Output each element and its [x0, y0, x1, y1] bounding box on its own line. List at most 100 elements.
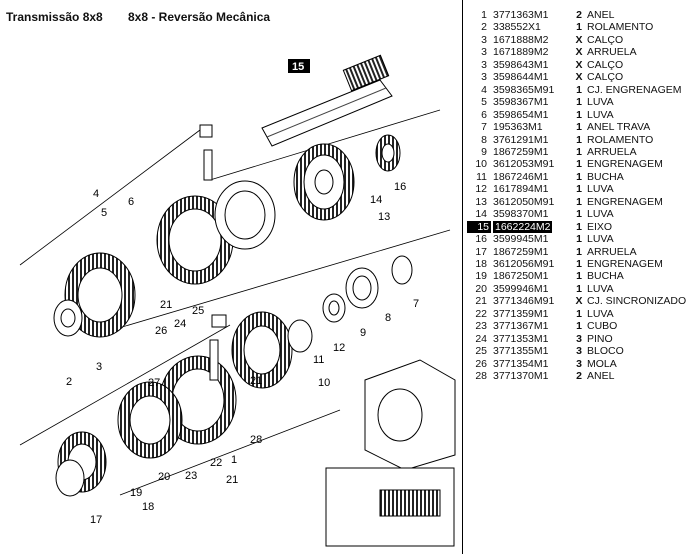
part-ref: 19: [475, 270, 487, 283]
part-desc: ANEL: [587, 370, 615, 383]
part-qty: 1: [576, 21, 582, 34]
part-ref: 3: [481, 58, 487, 71]
part-ref: 12: [475, 183, 487, 196]
callout-7: 7: [413, 298, 419, 310]
callout-16: 16: [394, 181, 406, 193]
part-number: 3598367M1: [493, 96, 549, 109]
exploded-view-diagram: 1 2 3 4 5 6 7 8 9 10 11 12 13 14 16 17 1…: [19, 54, 456, 547]
part-ref: 10: [475, 158, 487, 171]
part-qty: X: [575, 33, 583, 46]
part-qty: 1: [576, 145, 582, 158]
synchronizer-lower: [117, 355, 237, 459]
callout-3: 3: [96, 361, 102, 373]
part-qty: X: [575, 71, 583, 84]
part-qty: 1: [576, 170, 582, 183]
part-ref: 3: [481, 33, 487, 46]
part-ref: 25: [475, 345, 487, 358]
part-desc: ENGRENAGEM: [587, 195, 663, 208]
part-desc: CALÇO: [587, 58, 624, 71]
part-number: 3771363M1: [493, 9, 549, 21]
page-title: Transmissão 8x8: [6, 10, 103, 24]
part-qty: 2: [576, 370, 582, 383]
part-qty: 3: [576, 332, 582, 345]
part-desc: BLOCO: [587, 345, 624, 358]
part-qty: 1: [576, 233, 582, 246]
part-desc: CALÇO: [587, 71, 624, 84]
part-number: 3598643M1: [493, 58, 549, 71]
callout-28: 28: [250, 434, 262, 446]
part-number: 3598365M91: [493, 83, 555, 96]
callout-23: 23: [185, 470, 197, 482]
part-number: 3771367M1: [493, 320, 549, 333]
part-ref: 22: [475, 307, 487, 320]
part-ref: 24: [475, 332, 487, 345]
part-desc: ROLAMENTO: [587, 21, 654, 34]
shaft: [261, 54, 393, 147]
callout-21b: 21: [250, 375, 262, 387]
part-number: 3598654M1: [493, 108, 549, 121]
part-number: 1671888M2: [493, 33, 549, 46]
synchronizer-upper: [156, 180, 276, 285]
page-subtitle: 8x8 - Reversão Mecânica: [128, 10, 271, 24]
part-qty: 1: [576, 270, 582, 283]
part-desc: ARRUELA: [587, 46, 637, 59]
part-qty: 1: [576, 258, 582, 270]
part-desc: LUVA: [587, 183, 614, 196]
part-number: 3771353M1: [493, 332, 549, 345]
callouts: 1 2 3 4 5 6 7 8 9 10 11 12 13 14 16 17 1…: [66, 181, 419, 526]
part-desc: ANEL TRAVA: [587, 121, 651, 134]
part-desc: CJ. SINCRONIZADO: [587, 295, 687, 308]
callout-24: 24: [174, 318, 186, 330]
part-desc: LUVA: [587, 108, 614, 121]
part-ref: 4: [481, 83, 487, 96]
part-qty: 1: [576, 307, 582, 320]
part-number: 3598370M1: [493, 208, 549, 221]
part-ref: 15: [467, 220, 491, 234]
part-qty: X: [575, 58, 583, 71]
part-ref: 3: [481, 46, 487, 59]
part-desc: ANEL: [587, 9, 615, 21]
bearing-8: [345, 255, 413, 309]
callout-20: 20: [158, 471, 170, 483]
part-ref: 11: [476, 170, 487, 183]
part-ref: 17: [475, 245, 487, 258]
part-desc: ARRUELA: [587, 145, 637, 158]
callout-21c: 21: [226, 474, 238, 486]
callout-10: 10: [318, 377, 330, 389]
part-qty: X: [575, 295, 583, 308]
part-qty: 1: [576, 208, 582, 221]
part-number: 3599945M1: [493, 233, 549, 246]
part-desc: MOLA: [587, 357, 617, 370]
part-ref: 23: [475, 320, 487, 333]
part-desc: LUVA: [587, 208, 614, 221]
part-ref: 8: [481, 133, 487, 146]
callout-25: 25: [192, 305, 204, 317]
part-ref: 21: [475, 295, 487, 308]
part-ref: 1: [481, 9, 487, 21]
part-number: 1867246M1: [493, 170, 549, 183]
part-number: 3771370M1: [493, 370, 549, 383]
callout-19: 19: [130, 487, 142, 499]
callout-15-badge: 15: [288, 59, 310, 73]
gear-4: [53, 252, 136, 338]
part-qty: X: [575, 46, 583, 59]
callout-15: 15: [292, 61, 304, 73]
part-number: 3771359M1: [493, 307, 549, 320]
